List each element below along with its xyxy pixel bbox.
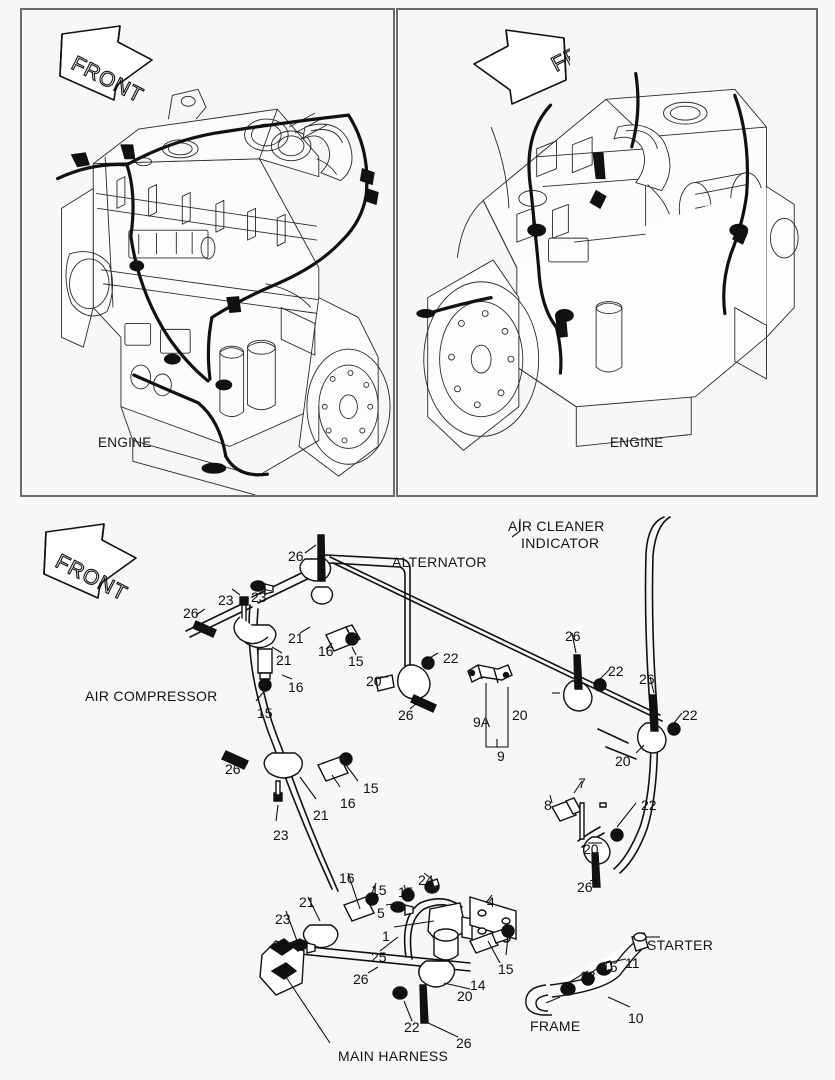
harness-exploded-diagram: FRONT bbox=[0, 497, 835, 1080]
callout-23: 23 bbox=[275, 911, 291, 927]
callout-26: 26 bbox=[577, 879, 593, 895]
label-main-harness: MAIN HARNESS bbox=[338, 1048, 449, 1064]
callout-14: 14 bbox=[470, 977, 486, 993]
callout-15: 15 bbox=[257, 705, 273, 721]
callout-26: 26 bbox=[225, 761, 241, 777]
label-air-compressor: AIR COMPRESSOR bbox=[85, 688, 218, 704]
label-frame: FRAME bbox=[530, 1018, 581, 1034]
callout-8: 8 bbox=[544, 797, 552, 813]
engine-right-illustration bbox=[398, 10, 816, 495]
front-direction-arrow: FRONT bbox=[450, 28, 570, 106]
engine-view-panel-left: FRONT ENGINE bbox=[20, 8, 395, 497]
callout-20: 20 bbox=[512, 707, 528, 723]
callout-15: 15 bbox=[498, 961, 514, 977]
callout-15: 15 bbox=[602, 959, 618, 975]
engine-left-illustration bbox=[22, 10, 393, 495]
harness-illustration bbox=[185, 516, 683, 1044]
callout-22: 22 bbox=[404, 1019, 420, 1035]
front-direction-arrow: FRONT bbox=[56, 24, 176, 102]
callout-26: 26 bbox=[456, 1035, 472, 1051]
callout-23: 23 bbox=[218, 592, 234, 608]
callout-15: 15 bbox=[371, 882, 387, 898]
callout-7: 7 bbox=[578, 775, 586, 791]
callout-22: 22 bbox=[682, 707, 698, 723]
callout-4: 4 bbox=[487, 894, 495, 910]
callout-21: 21 bbox=[288, 630, 304, 646]
callout-9a: 9A bbox=[473, 714, 491, 730]
callout-26: 26 bbox=[183, 605, 199, 621]
label-starter: STARTER bbox=[647, 937, 714, 953]
callout-20: 20 bbox=[366, 673, 382, 689]
engine-caption-right: ENGINE bbox=[610, 435, 664, 450]
callout-20: 20 bbox=[615, 753, 631, 769]
callout-22: 22 bbox=[608, 663, 624, 679]
front-direction-arrow: FRONT bbox=[40, 522, 160, 600]
callout-16: 16 bbox=[318, 643, 334, 659]
callout-16: 16 bbox=[340, 795, 356, 811]
callout-21: 21 bbox=[313, 807, 329, 823]
callout-16: 16 bbox=[288, 679, 304, 695]
callout-21: 21 bbox=[299, 894, 315, 910]
label-air-cleaner: AIR CLEANER bbox=[508, 518, 605, 534]
callout-24: 24 bbox=[418, 872, 434, 888]
callout-23: 23 bbox=[251, 589, 267, 605]
label-alternator: ALTERNATOR bbox=[392, 554, 487, 570]
engine-caption-left: ENGINE bbox=[98, 435, 152, 450]
callout-26: 26 bbox=[353, 971, 369, 987]
engine-view-panel-right: FRONT ENGINE bbox=[396, 8, 818, 497]
callout-22: 22 bbox=[443, 650, 459, 666]
callout-11: 11 bbox=[625, 955, 640, 971]
callout-22: 22 bbox=[641, 797, 657, 813]
callout-26: 26 bbox=[288, 548, 304, 564]
callout-26: 26 bbox=[398, 707, 414, 723]
callout-20: 20 bbox=[583, 841, 599, 857]
callout-23: 23 bbox=[273, 827, 289, 843]
callout-26: 26 bbox=[565, 628, 581, 644]
callout-16: 16 bbox=[339, 870, 355, 886]
callout-15: 15 bbox=[348, 653, 364, 669]
label-air-cleaner-indicator: INDICATOR bbox=[521, 535, 600, 551]
callout-15: 15 bbox=[363, 780, 379, 796]
callout-9: 9 bbox=[497, 748, 505, 764]
callout-10: 10 bbox=[628, 1010, 644, 1026]
callout-1: 1 bbox=[382, 928, 390, 944]
callout-26: 26 bbox=[639, 671, 655, 687]
callout-25: 25 bbox=[371, 949, 387, 965]
callout-5: 5 bbox=[377, 905, 385, 921]
callout-15: 15 bbox=[398, 884, 414, 900]
callout-20: 20 bbox=[457, 988, 473, 1004]
callout-13: 13 bbox=[580, 968, 596, 984]
callout-21: 21 bbox=[276, 652, 292, 668]
